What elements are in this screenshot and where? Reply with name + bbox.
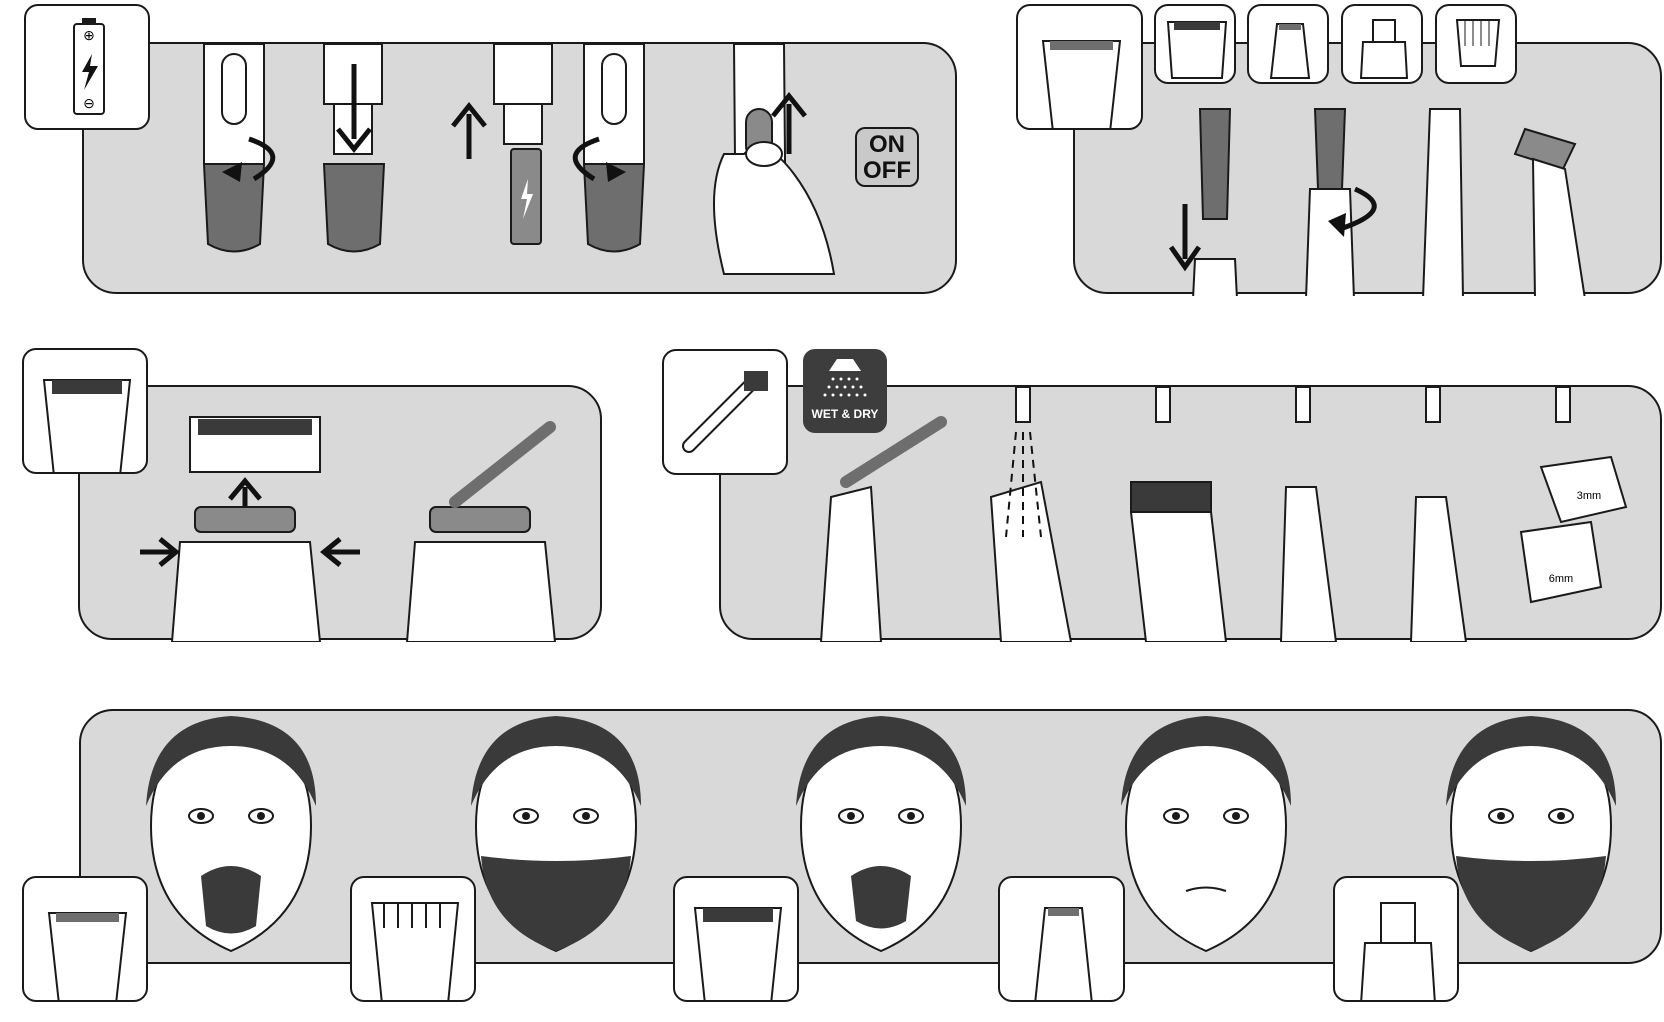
comb-6mm-label: 6mm [1549, 573, 1573, 585]
step-rinse-4 [1411, 387, 1466, 642]
nose-trimmer-head-tile [1341, 4, 1423, 84]
battery-icon-tile: ⊕ ⊖ [24, 4, 150, 130]
off-label: OFF [857, 158, 917, 184]
face-clean-shaven [1121, 716, 1291, 951]
foil-maintenance-illustration [80, 387, 604, 642]
face-short-goatee [796, 716, 966, 951]
comb-3mm-label: 3mm [1577, 490, 1601, 502]
battery-panel [82, 42, 957, 294]
step-rinse-combs: 3mm 6mm [1521, 387, 1626, 602]
wet-dry-badge: WET & DRY [803, 349, 887, 433]
step-rinse-2 [1131, 387, 1226, 642]
on-label: ON [857, 132, 917, 158]
step-twist-open [204, 44, 273, 252]
battery-steps-illustration [84, 44, 959, 296]
step-pull-down [324, 44, 384, 252]
face-beard-nose-trim [1446, 716, 1616, 951]
face-goatee [146, 716, 316, 951]
style-comb-tile [350, 876, 476, 1002]
foil-maintenance-panel [78, 385, 602, 640]
step-twist-close [575, 44, 644, 252]
step-twist-head [1306, 109, 1374, 296]
shower-icon [803, 349, 887, 409]
precision-head-tile [1247, 4, 1329, 84]
battery-plus-sign: ⊕ [83, 27, 95, 43]
step-remove-head [1171, 109, 1237, 296]
step-rinse-1 [991, 387, 1071, 642]
foil-head-tile [22, 348, 148, 474]
step-brush-clean [821, 422, 941, 642]
brush-tool-tile [662, 349, 788, 475]
step-attach-comb [1515, 129, 1585, 296]
trimmer-head-tile [1016, 4, 1143, 130]
wet-dry-label: WET & DRY [803, 407, 887, 421]
comb-guide-tile [1435, 4, 1517, 84]
style-nose-trimmer-tile [1333, 876, 1459, 1002]
cleaning-brush-icon [455, 427, 550, 502]
face-full-beard [471, 716, 641, 951]
foil-shaver-head-tile [1154, 4, 1236, 84]
style-trimmer-tile [22, 876, 148, 1002]
on-off-label: ON OFF [855, 127, 919, 187]
style-foil-tile [673, 876, 799, 1002]
style-precision-tile [998, 876, 1125, 1002]
step-attached-head [1423, 109, 1463, 296]
step-switch-on [714, 44, 834, 274]
step-insert-battery [453, 44, 552, 244]
step-rinse-3 [1281, 387, 1336, 642]
battery-minus-sign: ⊖ [83, 95, 95, 111]
